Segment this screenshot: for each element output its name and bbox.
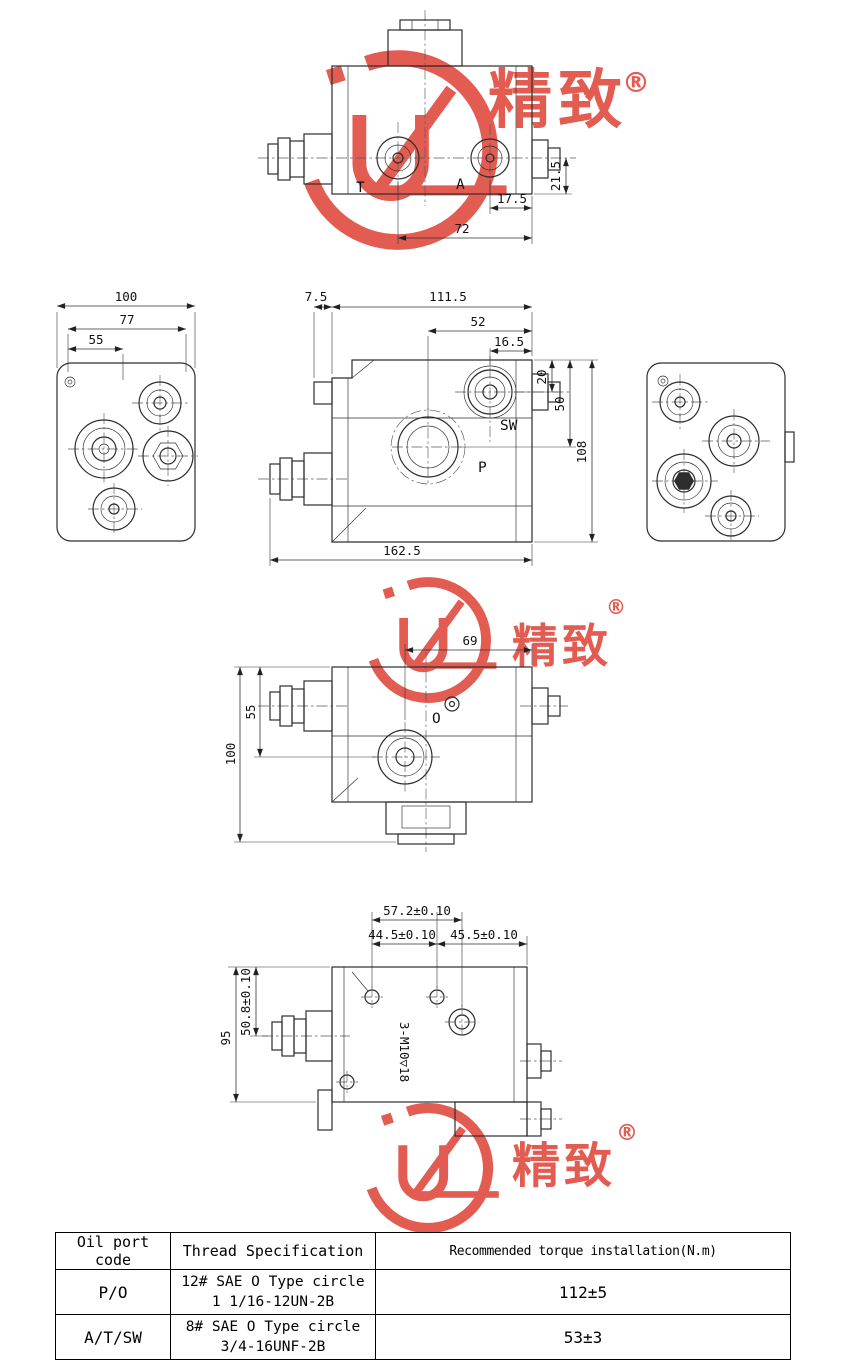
view-front: SW P 7.5 111.5 52 16.5 20 50 108 162.5 — [258, 289, 598, 566]
side-fitting — [531, 139, 561, 179]
dim-20: 20 — [534, 369, 549, 384]
col-header-oil-port-code: Oil port code — [55, 1232, 171, 1270]
dim-52: 52 — [470, 314, 485, 329]
port-circle — [659, 381, 701, 423]
port-circle — [708, 415, 760, 467]
main-port — [377, 729, 433, 785]
watermark-cn-text: 精致 — [512, 619, 612, 673]
watermark-cn-text: 精致 — [488, 64, 628, 138]
jz-logo-icon — [373, 582, 496, 698]
port-label-p: P — [478, 460, 487, 476]
port-circle — [138, 381, 182, 425]
col-header-thread-spec: Thread Specification — [170, 1232, 376, 1270]
cell-thread-spec: 8# SAE O Type circle 3/4-16UNF-2B — [170, 1314, 376, 1360]
cell-port-code: A/T/SW — [55, 1314, 171, 1360]
dim-77: 77 — [119, 312, 134, 327]
dim-50: 50 — [552, 396, 567, 411]
registered-mark: ® — [622, 66, 650, 99]
watermark-cn-text: 精致 — [512, 1138, 616, 1194]
view-bottom: 3-M10▽18 57.2±0.10 44.5±0.10 45.5±0.10 5… — [218, 903, 562, 1137]
port-a — [470, 138, 510, 178]
thread-spec-line2: 3/4-16UNF-2B — [220, 1339, 326, 1355]
hex-socket-plug — [656, 453, 712, 509]
relief-valve-fitting — [267, 133, 333, 185]
port-label-o: O — [432, 711, 441, 727]
dim-57-2: 57.2±0.10 — [383, 903, 451, 918]
hex-plug — [142, 430, 194, 482]
dim-111-5: 111.5 — [429, 289, 467, 304]
relief-valve-fitting — [271, 1010, 333, 1062]
dim-55: 55 — [88, 332, 103, 347]
table-row: P/O 12# SAE O Type circle 1 1/16-12UN-2B… — [55, 1269, 791, 1315]
jz-logo-icon — [372, 1108, 499, 1228]
dim-162-5: 162.5 — [383, 543, 421, 558]
dim-50-8: 50.8±0.10 — [238, 968, 253, 1036]
table-header-row: Oil port code Thread Specification Recom… — [55, 1232, 791, 1270]
port-circle — [74, 419, 134, 479]
side-fitting — [531, 687, 561, 725]
cell-torque: 53±3 — [375, 1314, 791, 1360]
dim-100: 100 — [115, 289, 138, 304]
cell-torque: 112±5 — [375, 1269, 791, 1315]
dim-45-5: 45.5±0.10 — [450, 927, 518, 942]
side-fitting — [526, 1043, 552, 1079]
watermark-bottom: 精致 ® — [372, 1108, 638, 1228]
watermark-top: 精致 ® — [312, 58, 650, 242]
col-header-torque: Recommended torque installation(N.m) — [375, 1232, 791, 1270]
counterbore-hole — [445, 1005, 479, 1039]
thread-spec-line1: 8# SAE O Type circle — [185, 1319, 361, 1335]
watermark-middle: 精致 ® — [373, 582, 626, 698]
thread-spec-line2: 1 1/16-12UN-2B — [211, 1294, 335, 1310]
table-row: A/T/SW 8# SAE O Type circle 3/4-16UNF-2B… — [55, 1314, 791, 1360]
view-right-side — [646, 362, 795, 542]
dim-44-5: 44.5±0.10 — [368, 927, 436, 942]
port-label-t: T — [356, 180, 365, 196]
port-t — [376, 136, 420, 180]
dim-95: 95 — [218, 1030, 233, 1045]
port-circle — [92, 487, 136, 531]
view-top: T A 21.5 17.5 72 — [258, 10, 576, 244]
jz-logo-icon — [312, 58, 507, 242]
thread-callout: 3-M10▽18 — [397, 1022, 412, 1082]
dim-108: 108 — [574, 441, 589, 464]
relief-valve-fitting — [269, 680, 333, 732]
dim-72: 72 — [454, 221, 469, 236]
thread-spec-line1: 12# SAE O Type circle — [181, 1274, 365, 1290]
dim-69: 69 — [462, 633, 477, 648]
spec-table: Oil port code Thread Specification Recom… — [55, 1232, 791, 1360]
view-left-side: 100 77 55 — [56, 289, 198, 542]
cell-port-code: P/O — [55, 1269, 171, 1315]
dim-21-5: 21.5 — [548, 161, 563, 191]
registered-mark: ® — [606, 595, 626, 619]
mounting-hole — [336, 1071, 358, 1093]
mounting-hole — [361, 986, 383, 1008]
mounting-hole — [426, 986, 448, 1008]
dim-16-5: 16.5 — [494, 334, 524, 349]
dim-55: 55 — [243, 704, 258, 719]
dim-7-5: 7.5 — [305, 289, 328, 304]
o-port — [444, 696, 460, 712]
dim-17-5: 17.5 — [497, 191, 527, 206]
port-label-a: A — [456, 177, 465, 193]
view-back: O 69 100 55 — [223, 633, 568, 852]
relief-valve-fitting — [269, 452, 333, 506]
port-label-sw: SW — [500, 418, 518, 434]
cell-thread-spec: 12# SAE O Type circle 1 1/16-12UN-2B — [170, 1269, 376, 1315]
side-fitting — [526, 1101, 552, 1137]
dim-100: 100 — [223, 743, 238, 766]
port-circle — [710, 495, 752, 537]
registered-mark: ® — [616, 1121, 638, 1146]
